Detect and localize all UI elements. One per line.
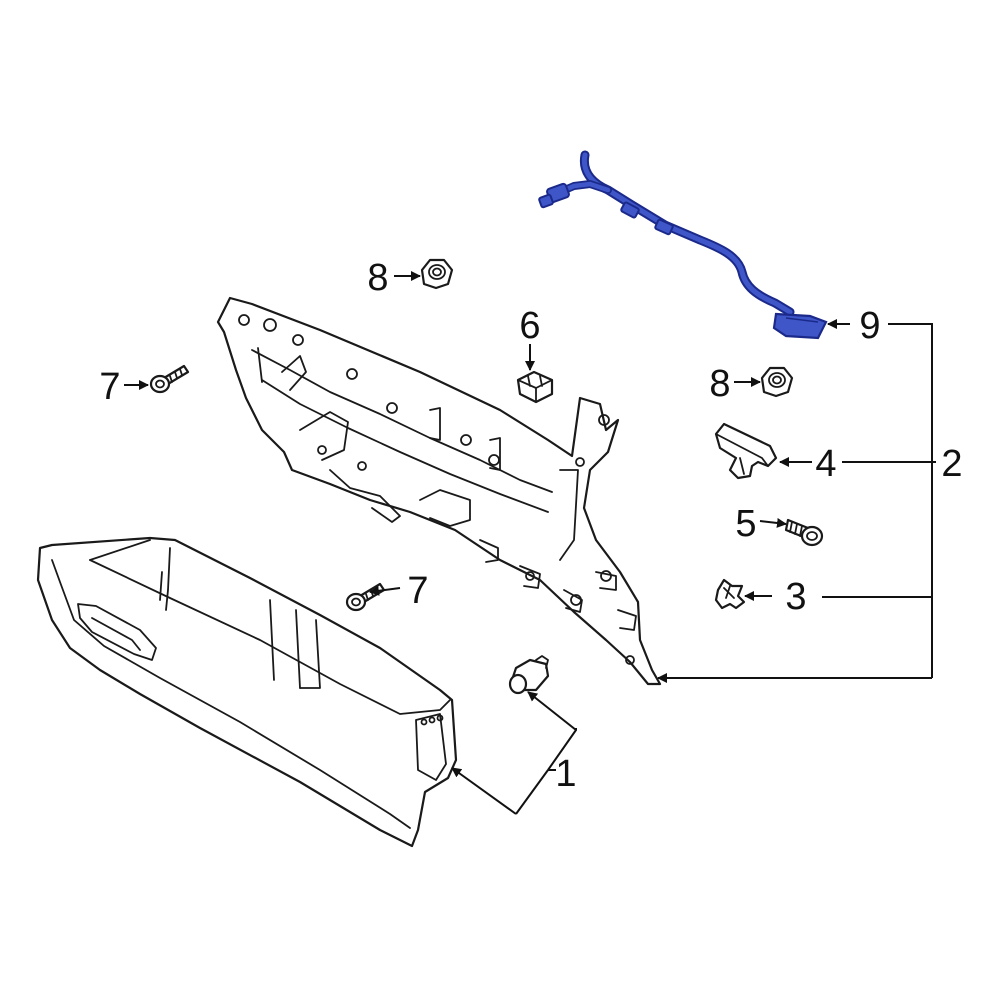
callout-1: 1: [555, 753, 576, 795]
callout-7-upper: 7: [99, 366, 120, 408]
callout-3: 3: [785, 576, 806, 618]
callout-8-upper: 8: [367, 257, 388, 299]
callout-7-lower: 7: [407, 570, 428, 612]
callout-2: 2: [941, 443, 962, 485]
callout-8-lower: 8: [709, 363, 730, 405]
door-stop-part[interactable]: [508, 655, 550, 695]
wiring-harness-part[interactable]: [538, 150, 828, 340]
callout-9: 9: [859, 305, 880, 347]
t-pin-part[interactable]: [714, 422, 778, 480]
bolt-lower-part[interactable]: [345, 582, 386, 612]
nut-lower-part[interactable]: [760, 366, 794, 398]
nut-clip-part[interactable]: [516, 370, 554, 404]
glove-box-door-part[interactable]: [36, 536, 458, 848]
leader-lines: [124, 271, 936, 815]
callout-5: 5: [735, 503, 756, 545]
callout-6: 6: [519, 305, 540, 347]
glove-box-bracket-part[interactable]: [216, 296, 662, 686]
nut-upper-part[interactable]: [420, 258, 454, 290]
screw-part[interactable]: [784, 518, 824, 547]
clip-part[interactable]: [714, 578, 746, 610]
bolt-upper-part[interactable]: [149, 364, 190, 394]
callout-4: 4: [815, 443, 836, 485]
